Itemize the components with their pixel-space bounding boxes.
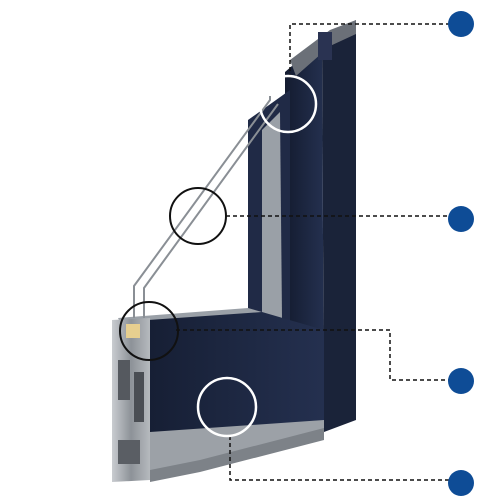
profile-bottom-chamber-3 [118,440,140,464]
profile-bottom-seal [126,324,140,338]
glass-line-1 [133,96,271,318]
callout-line-1 [289,23,462,78]
marker-4[interactable] [448,470,474,496]
profile-bottom-chamber-2 [134,372,144,422]
lens-circle-3 [119,301,179,361]
frame-bottom-face [120,312,324,432]
glass-line-2 [143,103,279,318]
sash-rebate [262,112,282,318]
profile-bottom-chamber-1 [118,360,130,400]
profile-top-detail [318,32,332,60]
frame-bottom-top [118,308,262,322]
marker-1[interactable] [448,11,474,37]
lens-circle-1 [258,74,318,134]
marker-2[interactable] [448,206,474,232]
sill-strip-edge [150,428,324,482]
marker-3[interactable] [448,368,474,394]
callout-line-3 [176,329,462,381]
lens-circle-4 [196,376,258,438]
lens-circle-2 [169,187,227,245]
frame-outer-vertical [322,20,356,432]
callout-line-4 [229,436,462,481]
